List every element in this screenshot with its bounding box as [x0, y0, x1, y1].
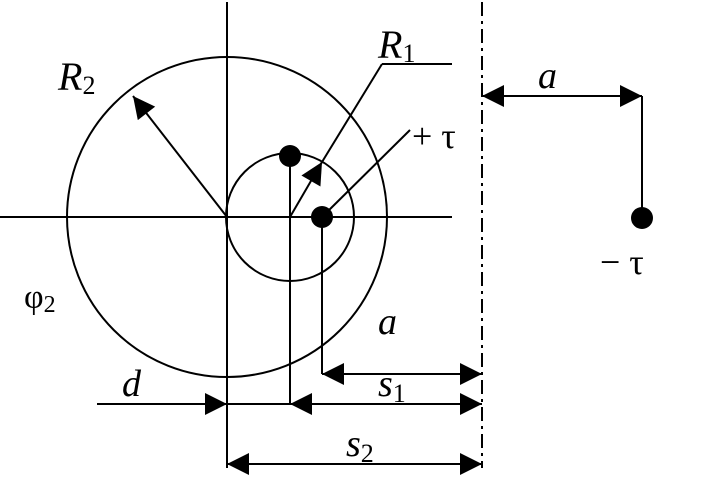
label-a-top: a [538, 55, 557, 97]
r1-leader-line [321, 63, 383, 163]
label-s2: s2 [346, 423, 374, 468]
radius-r1-arrow [289, 161, 323, 218]
plus-tau-leader-line [321, 129, 411, 218]
label-phi2: φ2 [24, 279, 56, 318]
label-d: d [122, 363, 142, 405]
label-s1: s1 [378, 363, 406, 408]
label-r2: R2 [57, 54, 95, 100]
label-minus-tau: − τ [600, 242, 644, 282]
label-plus-tau: + τ [412, 116, 456, 156]
label-a-lower: a [378, 301, 397, 343]
radius-r2-arrow [132, 95, 228, 218]
outer-circle-r2 [66, 56, 388, 378]
label-r1: R1 [377, 22, 415, 68]
